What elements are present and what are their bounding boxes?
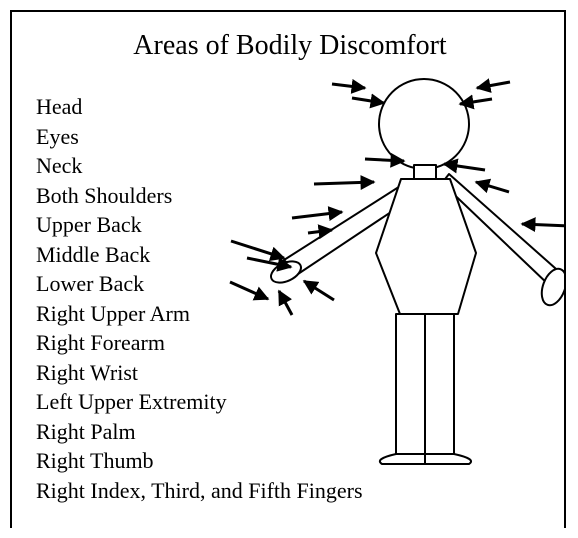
figure-left-foot	[425, 454, 471, 464]
arrow-fingers	[279, 291, 292, 315]
figure-right-foot	[380, 454, 425, 464]
arrow-neck-right	[444, 164, 485, 170]
arrow-upper-arm-left	[522, 224, 566, 226]
arrow-neck-left	[365, 159, 404, 161]
figure-head	[379, 79, 469, 169]
arrow-head-left	[352, 98, 384, 103]
arrow-shoulder-left	[314, 182, 374, 184]
arrow-head-right-top	[477, 82, 510, 88]
body-figure	[12, 12, 566, 528]
arrow-thumb	[304, 281, 334, 300]
arrow-forearm	[231, 241, 284, 258]
arrow-upper-arm-right	[292, 212, 342, 218]
diagram-frame: Areas of Bodily Discomfort Head Eyes Nec…	[10, 10, 566, 528]
arrow-palm	[230, 282, 268, 299]
figure-right-leg	[396, 314, 425, 454]
arrow-head-left-top	[332, 84, 365, 88]
arrow-head-right	[460, 99, 492, 104]
arrow-shoulder-right	[476, 182, 509, 192]
figure-left-leg	[425, 314, 454, 454]
frame-edge	[10, 512, 12, 528]
